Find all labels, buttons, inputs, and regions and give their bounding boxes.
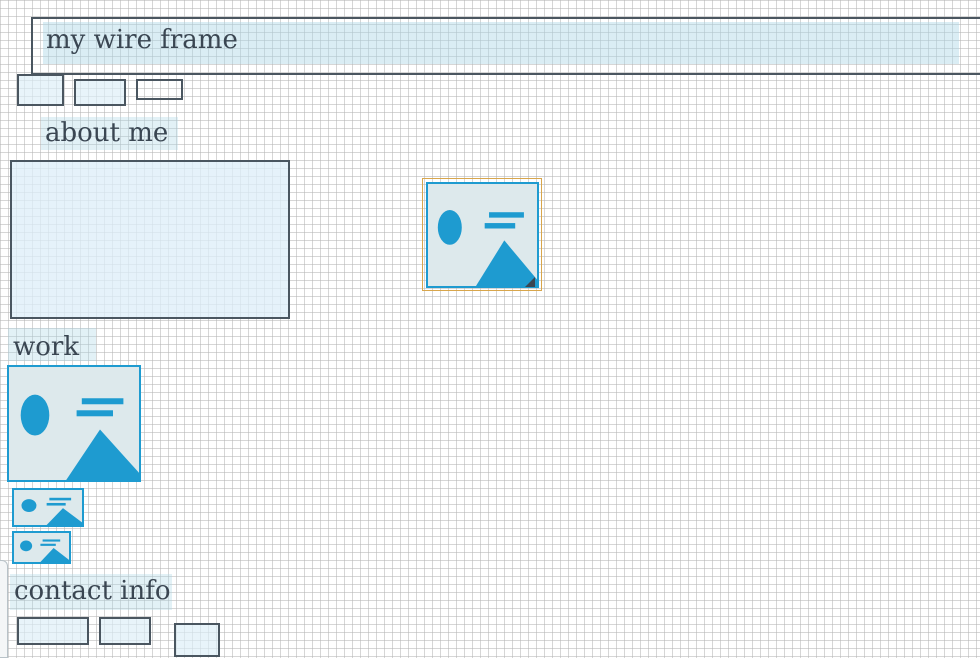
contact-box-2[interactable]: [99, 617, 151, 645]
work-label-box[interactable]: [8, 328, 96, 361]
header-frame[interactable]: [31, 17, 980, 75]
contact-box-3[interactable]: [174, 623, 220, 657]
nav-box-3[interactable]: [136, 79, 183, 100]
selection-outline: [422, 178, 542, 291]
work-image-icon-large[interactable]: [7, 365, 141, 482]
work-image-icon-small-1[interactable]: [12, 488, 84, 527]
header-title-box[interactable]: [43, 22, 959, 64]
image-icon[interactable]: [426, 182, 539, 288]
work-image-icon-small-2[interactable]: [12, 531, 71, 564]
side-panel-handle[interactable]: [0, 560, 8, 658]
work-heading: work: [13, 332, 80, 362]
page-title: my wire frame: [46, 25, 238, 55]
nav-box-2[interactable]: [74, 79, 126, 106]
contact-box-1[interactable]: [17, 617, 89, 645]
resize-handle-icon[interactable]: [523, 272, 535, 287]
about-heading: about me: [45, 118, 169, 148]
contact-heading: contact info: [14, 576, 171, 606]
nav-box-1[interactable]: [17, 74, 64, 106]
about-text-box[interactable]: [10, 160, 290, 319]
about-label-box[interactable]: [41, 117, 178, 150]
contact-label-box[interactable]: [10, 574, 172, 610]
